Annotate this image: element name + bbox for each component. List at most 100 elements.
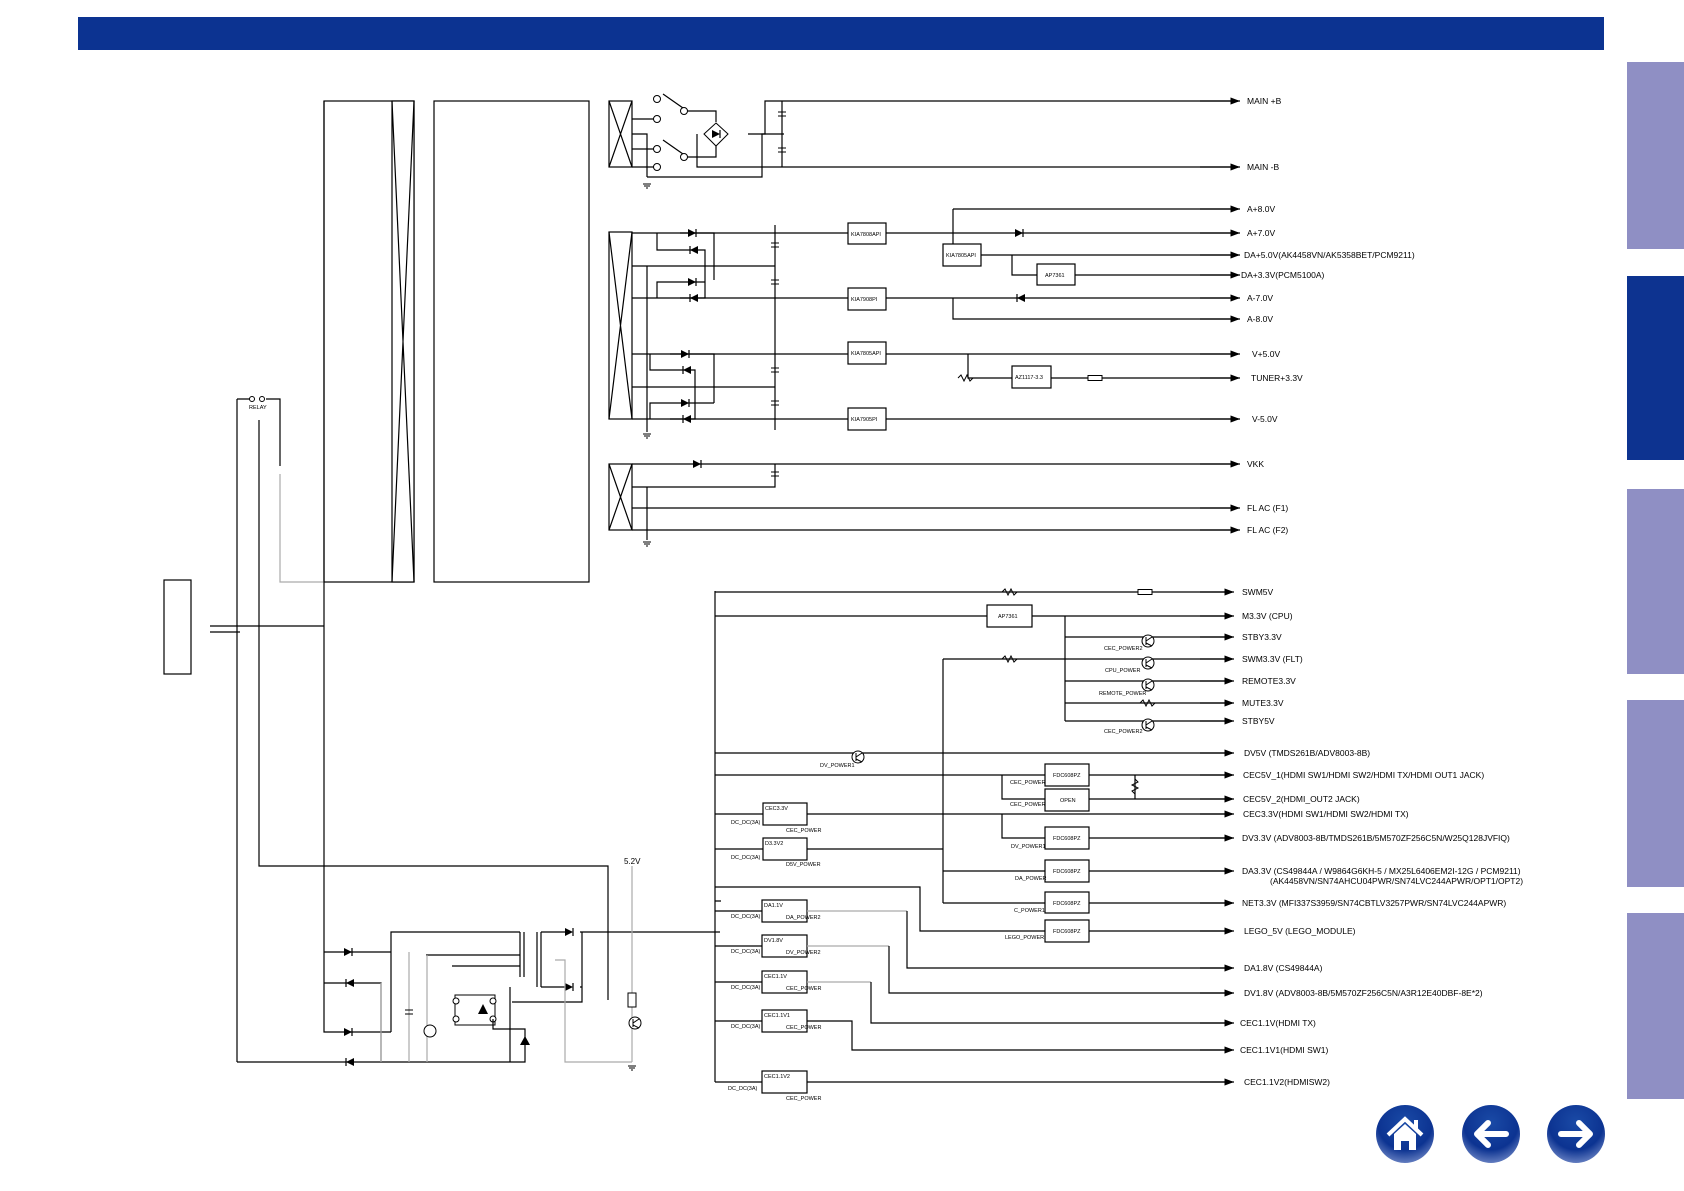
output-cec1v1-2: CEC1.1V2(HDMISW2) [1244,1077,1330,1087]
dcdc-converters: CEC3.3V D3.3V2 DA1.1V DV1.8V CEC1.1V CEC… [728,802,821,1102]
main-block [433,100,590,583]
switch-fdc608-lego: FDC608PZ [1053,929,1081,935]
output-da1v8: DA1.8V (CS49844A) [1244,963,1323,973]
ctrl-label: CEC_POWER [786,828,821,834]
ctrl-label: CEC_POWER2 [1104,646,1143,652]
dcdc-label: CEC1.1V2 [764,1074,790,1080]
ctrl-label: REMOTE_POWER [1099,691,1146,697]
output-a-plus-7v: A+7.0V [1247,228,1275,238]
output-a-minus-8v: A-8.0V [1247,314,1273,324]
dcdc-type-label: DC_DC(3A) [731,1024,761,1030]
ctrl-label: CEC_POWER [1010,780,1045,786]
output-stby3v3: STBY3.3V [1242,632,1282,642]
side-tab-5[interactable] [1627,913,1684,1099]
regulator-kia7908: KIA7908PI [851,297,878,303]
ctrl-label: DA_POWER [1015,876,1047,882]
output-tuner-3v3: TUNER+3.3V [1251,373,1303,383]
output-cec1v1: CEC1.1V(HDMI TX) [1240,1018,1316,1028]
switch-fdc608-dv33: FDC608PZ [1053,836,1081,842]
ctrl-label: D5V_POWER [786,862,821,868]
output-main-minus-b: MAIN -B [1247,162,1279,172]
standby-power-supply: 5.2V [237,857,720,1071]
output-a-minus-7v: A-7.0V [1247,293,1273,303]
output-cec5v-1: CEC5V_1(HDMI SW1/HDMI SW2/HDMI TX/HDMI O… [1243,770,1484,780]
dcdc-type-label: DC_DC(3A) [731,949,761,955]
dcdc-label: CEC3.3V [765,806,788,812]
output-main-plus-b: MAIN +B [1247,96,1282,106]
output-v-plus-5v: V+5.0V [1252,349,1280,359]
dcdc-label: DV1.8V [764,938,783,944]
ctrl-label: CEC_POWER [786,1025,821,1031]
regulator-kia7805-da: KIA7805API [946,253,976,259]
forward-button[interactable] [1547,1105,1605,1163]
ac-inlet-block [163,579,192,675]
output-da-plus-5v: DA+5.0V(AK4458VN/AK5358BET/PCM9211) [1244,250,1415,260]
dcdc-type-label: DC_DC(3A) [728,1086,758,1092]
dcdc-type-label: DC_DC(3A) [731,855,761,861]
output-lego5v: LEGO_5V (LEGO_MODULE) [1244,926,1356,936]
output-a-plus-8v: A+8.0V [1247,204,1275,214]
dcdc-label: CEC1.1V1 [764,1013,790,1019]
ctrl-label: CEC_POWER [786,1096,821,1102]
output-arrows-bottom [1200,588,1234,1086]
home-icon [1386,1116,1424,1150]
home-button[interactable] [1376,1105,1434,1163]
output-v-minus-5v: V-5.0V [1252,414,1278,424]
output-dv3v3: DV3.3V (ADV8003-8B/TMDS261B/5M570ZF256C5… [1242,833,1510,843]
regulator-az1117: AZ1117-3.3 [1015,375,1043,381]
dcdc-label: CEC1.1V [764,974,787,980]
connector-3 [608,463,633,531]
output-vkk: VKK [1247,459,1264,469]
output-da3v3-line2: (AK4458VN/SN74AHCU04PWR/SN74LVC244APWR/O… [1270,876,1523,886]
ctrl-label: DV_POWER1 [1011,844,1046,850]
connector-1 [608,100,633,168]
ctrl-label: DV_POWER1 [820,763,855,769]
dcdc-label: DA1.1V [764,903,783,909]
ctrl-label: CEC_POWER2 [1104,729,1143,735]
switch-open: OPEN [1060,798,1076,804]
side-tab-3[interactable] [1627,489,1684,674]
output-m3v3-cpu: M3.3V (CPU) [1242,611,1293,621]
output-dv1v8: DV1.8V (ADV8003-8B/5M570ZF256C5N/A3R12E4… [1244,988,1483,998]
output-fl-ac-f1: FL AC (F1) [1247,503,1288,513]
output-dv5v: DV5V (TMDS261B/ADV8003-8B) [1244,748,1370,758]
dcdc-type-label: DC_DC(3A) [731,985,761,991]
output-labels: MAIN +B MAIN -B A+8.0V A+7.0V DA+5.0V(AK… [1240,96,1523,1087]
ctrl-label: CEC_POWER [1010,802,1045,808]
ctrl-label: CPU_POWER [1105,668,1140,674]
regulator-kia7905: KIA7905PI [851,417,878,423]
side-tab-1[interactable] [1627,62,1684,249]
output-da-plus-3v3: DA+3.3V(PCM5100A) [1241,270,1325,280]
output-remote3v3: REMOTE3.3V [1242,676,1296,686]
regulator-kia7805-v: KIA7805API [851,351,881,357]
back-button[interactable] [1462,1105,1520,1163]
arrow-left-icon [1474,1120,1509,1148]
arrow-right-icon [1558,1120,1593,1148]
ctrl-label: DA_POWER2 [786,915,821,921]
output-cec3v3: CEC3.3V(HDMI SW1/HDMI SW2/HDMI TX) [1243,809,1409,819]
regulator-ap7361-da: AP7361 [1045,273,1065,279]
output-swm5v: SWM5V [1242,587,1274,597]
side-tab-4[interactable] [1627,700,1684,887]
output-cec5v-2: CEC5V_2(HDMI_OUT2 JACK) [1243,794,1360,804]
dcdc-type-label: DC_DC(3A) [731,914,761,920]
ctrl-label: LEGO_POWER [1005,935,1044,941]
side-tab-2-active[interactable] [1627,276,1684,460]
output-net3v3: NET3.3V (MFI337S3959/SN74CBTLV3257PWR/SN… [1242,898,1506,908]
regulator-ap7361-cpu: AP7361 [998,614,1018,620]
output-da3v3: DA3.3V (CS49844A / W9864G6KH-5 / MX25L64… [1242,866,1521,876]
ctrl-label: DV_POWER2 [786,950,821,956]
regulator-kia7808: KIA7808API [851,232,881,238]
connector-2 [608,231,633,420]
dcdc-label: D3.3V2 [765,841,783,847]
output-cec1v1-1: CEC1.1V1(HDMI SW1) [1240,1045,1328,1055]
ctrl-label: CEC_POWER [786,986,821,992]
output-swm3v3-flt: SWM3.3V (FLT) [1242,654,1303,664]
output-stby5v: STBY5V [1242,716,1275,726]
output-arrows-top [1200,205,1240,534]
dcdc-type-label: DC_DC(3A) [731,820,761,826]
header-bar [78,17,1604,50]
voltage-5v2-label: 5.2V [624,857,641,866]
output-fl-ac-f2: FL AC (F2) [1247,525,1288,535]
